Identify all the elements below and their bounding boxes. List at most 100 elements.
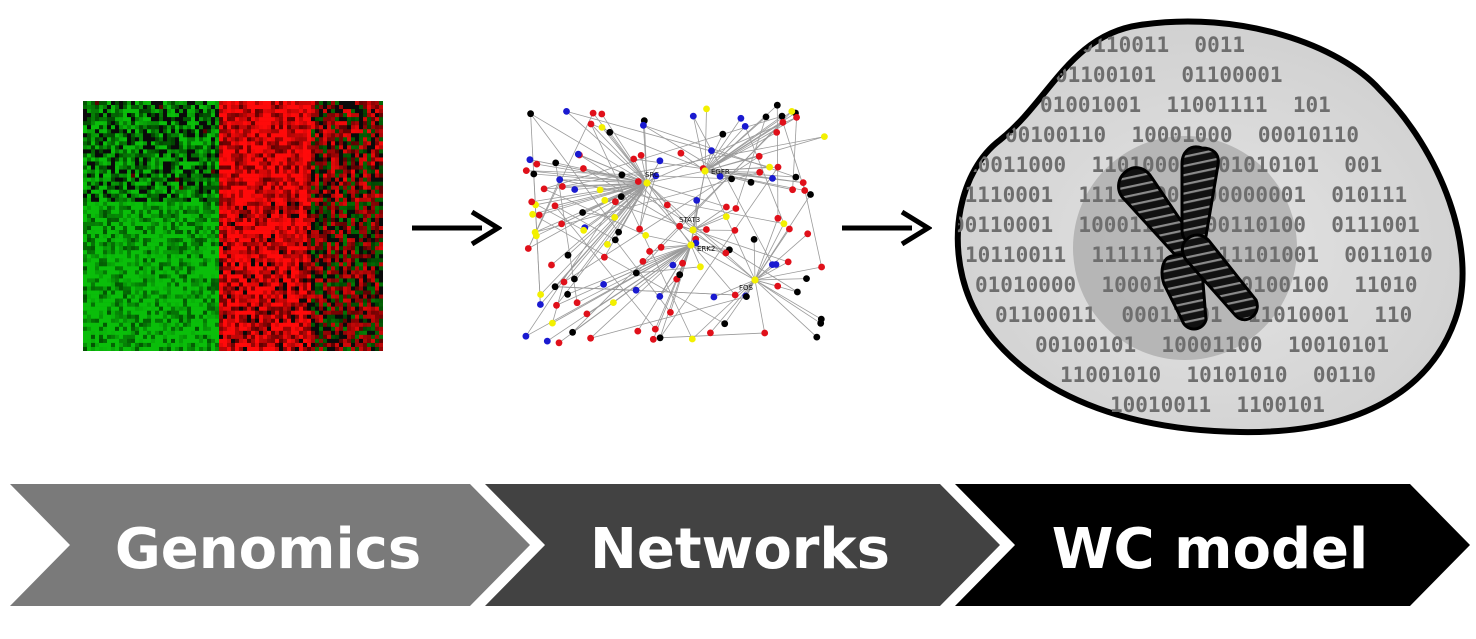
heatmap-cell [91,137,96,142]
heatmap-cell [327,330,332,336]
heatmap-cell [255,109,260,114]
heatmap-cell [379,125,383,130]
heatmap-cell [347,238,352,243]
heatmap-cell [223,250,228,255]
heatmap-cell [111,254,116,259]
heatmap-cell [203,286,208,291]
heatmap-cell [323,242,328,247]
heatmap-cell [131,286,136,291]
heatmap-cell [155,278,160,283]
heatmap-cell [147,201,152,207]
heatmap-cell [267,201,272,207]
heatmap-cell [251,270,256,275]
heatmap-cell [347,161,352,166]
heatmap-cell [131,201,136,207]
heatmap-cell [275,254,280,259]
heatmap-cell [83,181,88,186]
heatmap-cell [255,217,260,223]
heatmap-cell [355,145,360,150]
heatmap-cell [307,217,312,223]
heatmap-cell [115,266,120,271]
heatmap-cell [139,137,144,142]
heatmap-cell [119,294,124,299]
network-node [710,293,718,301]
network-node [637,152,645,159]
heatmap-cell [231,117,236,122]
heatmap-cell [275,177,280,182]
heatmap-cell [267,246,272,251]
heatmap-cell [311,125,316,130]
heatmap-cell [351,318,356,324]
heatmap-cell [259,209,264,215]
heatmap-cell [315,105,320,110]
heatmap-cell [191,270,196,275]
heatmap-cell [215,149,220,154]
heatmap-cell [191,246,196,251]
heatmap-cell [243,129,248,134]
heatmap-cell [379,270,383,275]
heatmap-cell [123,173,128,178]
heatmap-cell [339,213,344,219]
heatmap-cell [303,213,308,219]
heatmap-cell [235,161,240,166]
heatmap-cell [107,338,112,344]
heatmap-cell [267,226,272,231]
heatmap-cell [323,125,328,130]
heatmap-cell [95,326,100,332]
heatmap-cell [295,342,300,348]
heatmap-cell [163,314,168,320]
heatmap-cell [143,197,148,203]
heatmap-cell [103,326,108,332]
heatmap-cell [287,197,292,203]
heatmap-cell [299,242,304,247]
heatmap-cell [247,161,252,166]
heatmap-cell [135,322,140,328]
heatmap-cell [95,234,100,239]
heatmap-cell [207,173,212,178]
heatmap-cell [379,282,383,287]
heatmap-cell [235,109,240,114]
heatmap-cell [219,109,224,114]
heatmap-cell [111,137,116,142]
heatmap-cell [287,306,292,311]
heatmap-cell [235,318,240,324]
heatmap-cell [115,294,120,299]
heatmap-cell [367,314,372,320]
heatmap-cell [307,302,312,307]
heatmap-cell [191,141,196,146]
heatmap-cell [247,177,252,182]
heatmap-cell [359,314,364,320]
heatmap-cell [271,346,276,351]
heatmap-cell [147,318,152,324]
heatmap-cell [219,262,224,267]
heatmap-cell [95,173,100,178]
heatmap-cell [263,113,268,118]
heatmap-cell [127,209,132,215]
heatmap-cell [123,334,128,340]
heatmap-cell [219,169,224,174]
heatmap-cell [267,258,272,263]
heatmap-cell [331,173,336,178]
heatmap-cell [203,153,208,158]
network-node [722,249,730,257]
heatmap-cell [203,342,208,348]
heatmap-cell [327,326,332,332]
heatmap-cell [247,205,252,211]
heatmap-cell [195,262,200,267]
heatmap-cell [83,242,88,247]
heatmap-cell [191,105,196,110]
heatmap-cell [87,157,92,162]
heatmap-cell [203,213,208,219]
heatmap-cell [315,250,320,255]
heatmap-cell [183,230,188,235]
heatmap-cell [227,185,232,191]
heatmap-cell [171,230,176,235]
heatmap-cell [339,165,344,170]
heatmap-cell [95,101,100,106]
heatmap-cell [199,226,204,231]
heatmap-cell [375,346,380,351]
heatmap-cell [323,250,328,255]
heatmap-cell [235,246,240,251]
heatmap-cell [243,185,248,191]
heatmap-cell [323,294,328,299]
